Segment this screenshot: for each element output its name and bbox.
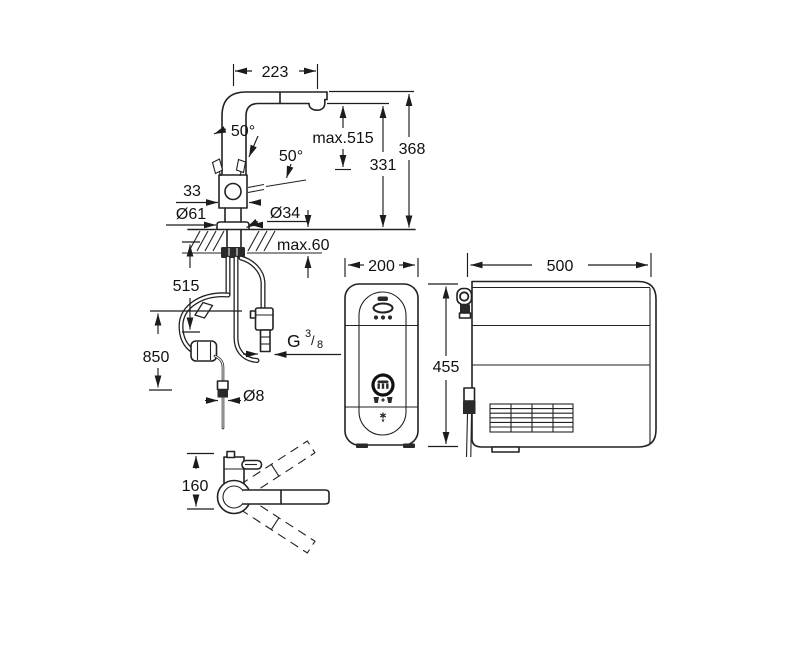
hose-break-symbol	[193, 301, 214, 319]
handle-phantom-positions	[211, 158, 307, 194]
spout-top-view	[242, 489, 330, 505]
faucet-body	[218, 174, 248, 209]
handle-top-view	[223, 450, 263, 487]
dim-base-diameter: Ø61	[176, 206, 206, 223]
dim-hole-diameter: Ø34	[270, 205, 300, 222]
glasses-icon	[373, 397, 393, 403]
filter-logo-icon	[371, 373, 395, 397]
dim-outlet-height: 331	[370, 157, 397, 174]
drip-icon	[379, 412, 387, 423]
bottle-icon	[372, 302, 394, 314]
faucet-front-view	[182, 91, 416, 258]
supply-hose-right	[238, 255, 266, 311]
faucet-top-view: 160	[182, 440, 330, 554]
hose-clamp-icon	[456, 287, 473, 319]
dim-max-counter: max.60	[277, 237, 330, 254]
dim-total-height: 368	[399, 141, 426, 158]
hose-weight	[190, 340, 218, 362]
countertop-section	[182, 228, 416, 254]
dim-spout-reach: 223	[262, 64, 289, 81]
dim-pullout-hose: 515	[173, 278, 200, 295]
capillary-connector	[216, 380, 229, 391]
dim-body-depth: 160	[182, 478, 209, 495]
cooler-front-panel	[358, 291, 407, 436]
top-view-dimension: 160	[182, 452, 214, 510]
slot-icon	[377, 296, 388, 301]
vent-grille-icon	[489, 403, 574, 433]
cooler-front-view: 200	[344, 258, 460, 448]
dim-cooler-width: 200	[368, 258, 395, 275]
spout-nozzle	[308, 98, 328, 111]
dim-cooler-depth: 500	[547, 258, 574, 275]
under-sink-assembly	[178, 255, 274, 430]
cooler-height-dimension: 455	[428, 283, 460, 448]
dim-handle-angle-right: 50°	[279, 148, 303, 165]
supply-hose-center	[233, 255, 260, 363]
power-plug-icon	[463, 387, 476, 458]
dim-cooler-height: 455	[433, 359, 460, 376]
under-sink-dimensions: 515 850 G 3 / 8 Ø8	[143, 241, 341, 405]
faucet-base	[216, 207, 250, 258]
dim-max-height: max.515	[312, 130, 373, 147]
mounting-nut	[221, 247, 245, 258]
dim-handle-angle-left: 50°	[231, 123, 255, 140]
dim-body-width: 33	[183, 183, 201, 200]
cooler-side-view: 500	[456, 253, 657, 458]
dim-thread-size: G 3 / 8	[287, 324, 323, 351]
cooler-foot	[491, 446, 520, 453]
handle-pivot	[224, 182, 242, 201]
faucet-front-dimensions: 223 max.515 331 368 50° 50° 33 Ø61 Ø34	[166, 64, 425, 278]
angle-valve	[249, 307, 274, 353]
dim-supply-hose: 850	[143, 349, 170, 366]
dim-capillary-diameter: Ø8	[243, 388, 264, 405]
spout-swivel-down	[239, 496, 316, 554]
status-dots-icon	[373, 315, 393, 320]
